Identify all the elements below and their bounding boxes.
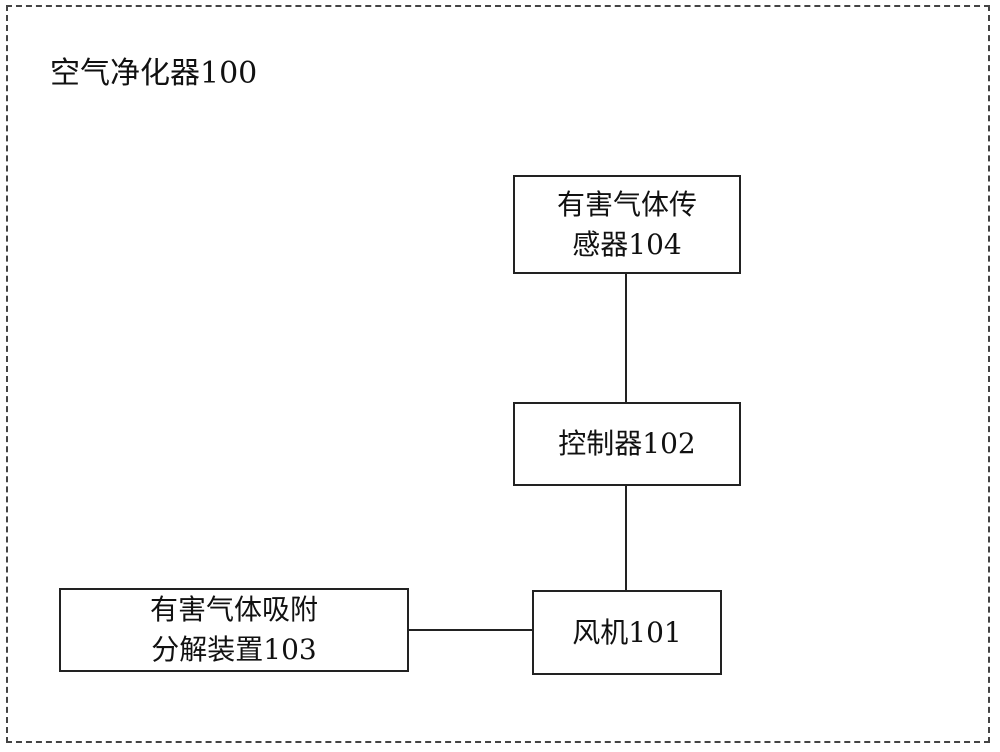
air-purifier-title: 空气净化器100 bbox=[50, 56, 258, 91]
controller-block: 控制器102 bbox=[513, 402, 741, 486]
connector-adsorber-fan bbox=[409, 629, 532, 631]
sensor-label-line2: 感器104 bbox=[572, 227, 682, 261]
sensor-label-line1: 有害气体传 bbox=[556, 187, 697, 221]
controller-label: 控制器102 bbox=[558, 427, 696, 460]
fan-label: 风机101 bbox=[572, 615, 682, 649]
connector-sensor-controller bbox=[625, 274, 627, 402]
adsorber-label-line2: 分解装置103 bbox=[151, 633, 317, 666]
harmful-gas-sensor-block: 有害气体传 感器104 bbox=[513, 175, 741, 274]
air-purifier-boundary bbox=[6, 5, 990, 743]
connector-controller-fan bbox=[625, 486, 627, 590]
adsorber-label-line1: 有害气体吸附 bbox=[149, 593, 318, 626]
adsorption-decomposition-device-block: 有害气体吸附 分解装置103 bbox=[59, 588, 409, 672]
fan-block: 风机101 bbox=[532, 590, 722, 675]
